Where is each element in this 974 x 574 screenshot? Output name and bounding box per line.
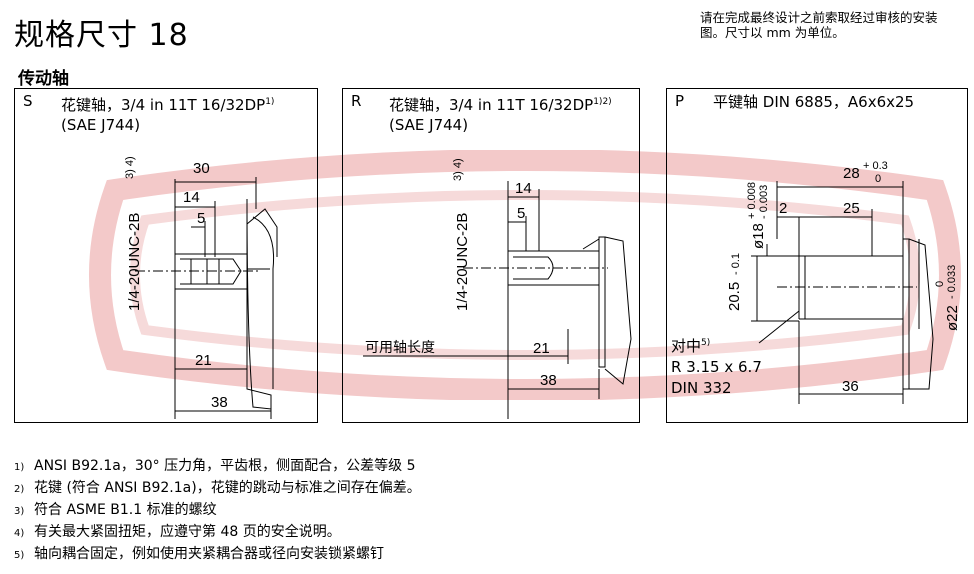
footnote-1: 1) ANSI B92.1a，30° 压力角，平齿根，侧面配合，公差等级 5: [14, 456, 421, 478]
footnote-text: 轴向耦合固定，例如使用夹紧耦合器或径向安装锁紧螺钉: [34, 546, 384, 562]
footnote-text: ANSI B92.1a，30° 压力角，平齿根，侧面配合，公差等级 5: [34, 458, 416, 474]
footnote-text: 符合 ASME B1.1 标准的螺纹: [34, 502, 217, 518]
centering-label: 对中: [671, 337, 702, 355]
dim-p-28: 28: [843, 165, 860, 182]
footnote-text: 花键 (符合 ANSI B92.1a)，花键的跳动与标准之间存在偏差。: [34, 480, 421, 496]
panel-r-title-line1: 花键轴，3/4 in 11T 16/32DP: [389, 96, 594, 114]
footnote-num: 3): [14, 506, 25, 517]
panel-shaft-s: 30 14 5 21 38 1/4-20UNC-2B 3) 4) S 花键轴，3…: [14, 88, 318, 423]
panel-r-title-line2: (SAE J744): [389, 116, 469, 134]
drawing-shaft-s: 30 14 5 21 38 1/4-20UNC-2B 3) 4): [124, 156, 278, 419]
panel-shaft-r: 14 5 21 38 1/4-20UNC-2B 3) 4) R 花键轴，3/4 …: [342, 88, 640, 423]
page-title: 规格尺寸 18: [14, 18, 189, 53]
footnote-2: 2) 花键 (符合 ANSI B92.1a)，花键的跳动与标准之间存在偏差。: [14, 478, 421, 500]
panel-s-title-sup: 1): [265, 97, 275, 107]
drawing-shaft-r: 14 5 21 38 1/4-20UNC-2B 3) 4): [363, 158, 632, 419]
panel-s-title-line1: 花键轴，3/4 in 11T 16/32DP: [61, 96, 266, 114]
thread-r: 1/4-20UNC-2B: [454, 213, 471, 311]
panel-r-title: 花键轴，3/4 in 11T 16/32DP1)2) (SAE J744): [389, 92, 612, 135]
dim-p-28-tol-lower: 0: [875, 173, 881, 185]
dim-s-14: 14: [183, 189, 200, 206]
footnote-4: 4) 有关最大紧固扭矩，应遵守第 48 页的安全说明。: [14, 522, 421, 544]
section-title: 传动轴: [18, 69, 69, 89]
dim-p-18-tol-lower: - 0.003: [758, 185, 770, 219]
footnote-num: 5): [14, 550, 25, 561]
panel-shaft-p: 28 + 0.3 0 2 25 36 ø18 + 0.008 - 0.003 2…: [666, 88, 968, 423]
panel-p-letter: P: [675, 92, 685, 110]
panel-r-title-sup: 1)2): [593, 97, 612, 107]
centering-sup: 5): [701, 338, 711, 348]
dim-r-21: 21: [533, 340, 550, 357]
footnote-5: 5) 轴向耦合固定，例如使用夹紧耦合器或径向安装锁紧螺钉: [14, 544, 421, 566]
footnote-num: 4): [14, 528, 25, 539]
dim-p-20-5: 20.5: [726, 282, 743, 311]
footnote-num: 2): [14, 484, 25, 495]
centering-r: R 3.15 x 6.7: [671, 358, 762, 376]
header-note: 请在完成最终设计之前索取经过审核的安装图。尺寸以 mm 为单位。: [700, 10, 938, 40]
thread-s: 1/4-20UNC-2B: [126, 213, 143, 311]
centering-din: DIN 332: [671, 379, 732, 397]
panel-s-title: 花键轴，3/4 in 11T 16/32DP1) (SAE J744): [61, 92, 274, 135]
panel-s-letter: S: [23, 92, 33, 110]
dim-p-22: ø22: [944, 305, 961, 331]
dim-p-36: 36: [842, 378, 859, 395]
dim-p-22-tol-lower: - 0.033: [946, 265, 958, 299]
dim-p-28-tol-upper: + 0.3: [863, 160, 888, 172]
drawing-shaft-p: 28 + 0.3 0 2 25 36 ø18 + 0.008 - 0.003 2…: [726, 160, 961, 404]
usable-length-label: 可用轴长度: [365, 339, 435, 355]
dim-r-38: 38: [540, 372, 557, 389]
dim-p-25: 25: [843, 200, 860, 217]
dim-r-14: 14: [515, 180, 532, 197]
footnotes: 1) ANSI B92.1a，30° 压力角，平齿根，侧面配合，公差等级 5 2)…: [14, 456, 421, 566]
dim-s-38: 38: [211, 394, 228, 411]
dim-s-30: 30: [193, 160, 210, 177]
dim-p-18-tol-upper: + 0.008: [746, 182, 758, 219]
dim-p-2: 2: [779, 200, 787, 217]
dim-s-5: 5: [197, 210, 205, 227]
panel-r-letter: R: [351, 92, 362, 110]
footnote-num: 1): [14, 462, 25, 473]
dim-r-5: 5: [517, 205, 525, 222]
dim-p-18: ø18: [750, 223, 767, 249]
dim-s-21: 21: [195, 352, 212, 369]
thread-s-sup: 3) 4): [124, 156, 136, 179]
thread-r-sup: 3) 4): [452, 158, 464, 181]
panel-p-title: 平键轴 DIN 6885，A6x6x25: [713, 93, 915, 111]
footnote-3: 3) 符合 ASME B1.1 标准的螺纹: [14, 500, 421, 522]
footnote-text: 有关最大紧固扭矩，应遵守第 48 页的安全说明。: [34, 524, 341, 540]
dim-p-22-tol-upper: 0: [934, 281, 946, 287]
centering-note: 对中5) R 3.15 x 6.7 DIN 332: [671, 333, 762, 399]
panel-s-title-line2: (SAE J744): [61, 116, 141, 134]
dim-p-20-5-tol: - 0.1: [730, 253, 742, 275]
